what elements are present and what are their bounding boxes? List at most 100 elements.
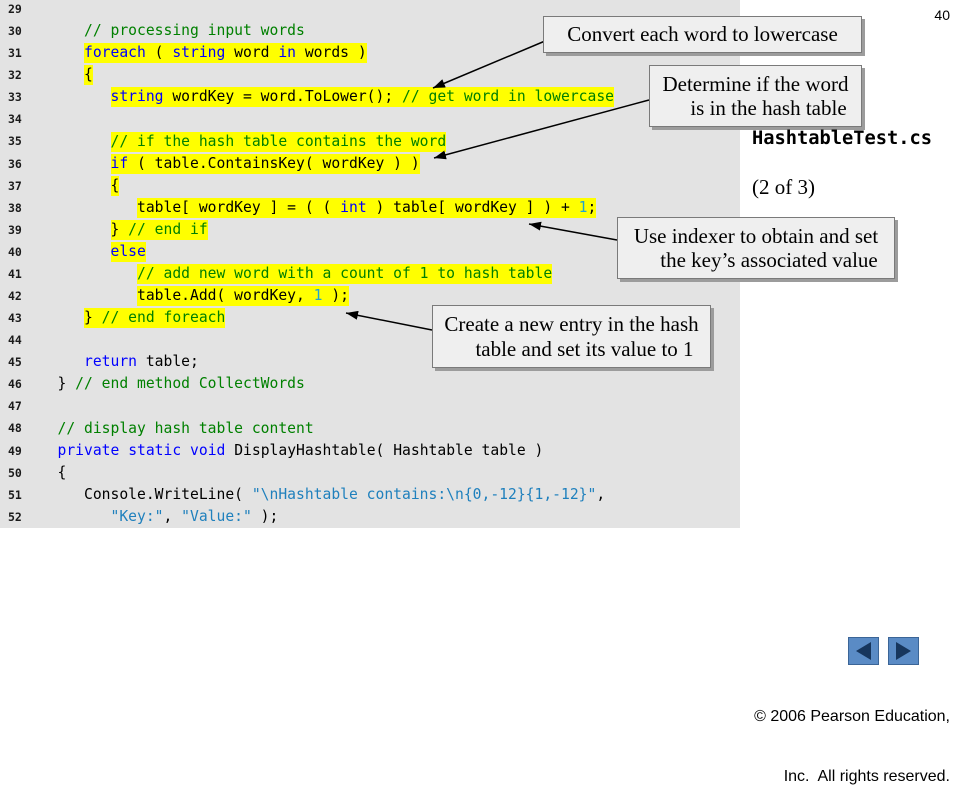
highlighted-code: table[ wordKey ] = ( ( int ) table[ word… (137, 197, 597, 218)
code-line: 46 } // end method CollectWords (0, 373, 740, 395)
code-indent (31, 243, 111, 260)
code-line: 47 (0, 395, 740, 417)
code-indent (31, 376, 58, 393)
code-text: ; (587, 198, 597, 216)
highlighted-code: { (84, 65, 93, 86)
code-content: "Key:", "Value:" ); (111, 507, 279, 527)
code-content: return table; (84, 352, 199, 372)
line-number: 37 (8, 178, 22, 193)
code-indent (31, 23, 84, 40)
code-line-text: // add new word with a count of 1 to has… (31, 263, 553, 285)
code-indent (31, 288, 137, 305)
line-number: 47 (8, 399, 22, 414)
callout-text-line: Create a new entry in the hash (444, 312, 699, 336)
code-comment: // processing input words (84, 22, 305, 40)
code-indent (31, 177, 111, 194)
code-line-text: string wordKey = word.ToLower(); // get … (31, 86, 614, 108)
code-line: 39 } // end if (0, 219, 740, 241)
code-keyword: void (190, 441, 226, 459)
line-number: 35 (8, 134, 22, 149)
callout-text-line: Determine if the word (662, 71, 849, 96)
code-indent (31, 221, 111, 238)
code-line: 49 private static void DisplayHashtable(… (0, 440, 740, 462)
code-indent (31, 354, 84, 371)
line-number: 31 (8, 46, 22, 61)
previous-slide-button[interactable] (848, 637, 879, 665)
line-number: 43 (8, 311, 22, 326)
code-content: private static void DisplayHashtable( Ha… (58, 441, 544, 461)
code-line: 35 // if the hash table contains the wor… (0, 130, 740, 152)
copyright-line: Inc. All rights reserved. (783, 768, 950, 785)
callout-indexer: Use indexer to obtain and set the key’s … (617, 217, 895, 279)
code-line-text: else (31, 241, 146, 263)
code-text: } (57, 375, 76, 393)
callout-contains-key: Determine if the word is in the hash tab… (649, 65, 862, 127)
code-keyword: private (57, 441, 120, 459)
code-indent (31, 464, 58, 481)
line-number: 41 (8, 266, 22, 281)
code-text: wordKey = word.ToLower(); (163, 88, 402, 106)
code-text: table; (137, 353, 199, 371)
code-text: Console.WriteLine( (84, 485, 252, 503)
callout-new-entry: Create a new entry in the hash table and… (432, 305, 711, 368)
code-keyword: string (110, 88, 164, 106)
code-line: 52 "Key:", "Value:" ); (0, 506, 740, 528)
code-line-text: { (31, 175, 120, 197)
code-content: } // end method CollectWords (58, 374, 305, 394)
highlighted-code: { (110, 175, 120, 196)
code-keyword: int (340, 198, 367, 216)
code-line-text: } // end method CollectWords (31, 373, 305, 395)
code-comment: // end if (128, 220, 208, 238)
code-line-text: table.Add( wordKey, 1 ); (31, 285, 350, 307)
code-keyword: return (84, 353, 137, 371)
highlighted-code: table.Add( wordKey, 1 ); (137, 286, 350, 307)
code-indent (31, 265, 137, 282)
highlighted-code: if ( table.ContainsKey( wordKey ) ) (110, 153, 420, 174)
highlighted-code: string wordKey = word.ToLower(); // get … (110, 87, 614, 108)
copyright-notice: © 2006 Pearson Education, Inc. All right… (754, 667, 950, 807)
code-text: DisplayHashtable( Hashtable table ) (225, 441, 544, 459)
code-keyword: static (128, 441, 182, 459)
code-text: words ) (296, 44, 367, 62)
line-number: 34 (8, 112, 22, 127)
code-line: 37 { (0, 175, 740, 197)
code-text: ); (322, 287, 350, 305)
code-text: { (57, 463, 67, 481)
code-text: } (84, 309, 102, 327)
code-line: 41 // add new word with a count of 1 to … (0, 263, 740, 285)
line-number: 51 (8, 487, 22, 502)
code-keyword: foreach (84, 44, 146, 62)
code-text: { (84, 66, 93, 84)
code-indent (31, 67, 84, 84)
line-number: 39 (8, 222, 22, 237)
line-number: 40 (8, 244, 22, 259)
line-number: 42 (8, 289, 22, 304)
line-number: 52 (8, 509, 22, 524)
code-string: "Key:" (110, 507, 164, 525)
line-number: 38 (8, 200, 22, 215)
line-number: 29 (8, 2, 22, 16)
code-text: table[ wordKey ] = ( ( (137, 198, 341, 216)
code-text: word (225, 44, 279, 62)
code-comment: // display hash table content (57, 419, 314, 437)
code-line: 42 table.Add( wordKey, 1 ); (0, 285, 740, 307)
line-number: 32 (8, 68, 22, 83)
highlighted-code: // if the hash table contains the word (110, 131, 447, 152)
previous-slide-icon (856, 642, 871, 660)
code-line: 50 { (0, 462, 740, 484)
code-line-text: // processing input words (31, 20, 305, 42)
line-number: 44 (8, 333, 22, 348)
callout-text-line: the key’s associated value (660, 248, 878, 272)
code-text: ( (145, 44, 173, 62)
code-line: 34 (0, 108, 740, 130)
code-string: "\nHashtable contains:\n{0,-12}{1,-12}" (251, 485, 597, 503)
code-indent (31, 486, 84, 503)
code-line-text: return table; (31, 351, 199, 373)
code-text: , (163, 507, 182, 525)
part-indicator: (2 of 3) (752, 175, 815, 199)
callout-text-line: Use indexer to obtain and set (633, 223, 879, 248)
next-slide-button[interactable] (888, 637, 919, 665)
code-line-text: // if the hash table contains the word (31, 130, 447, 152)
code-indent (31, 310, 84, 327)
